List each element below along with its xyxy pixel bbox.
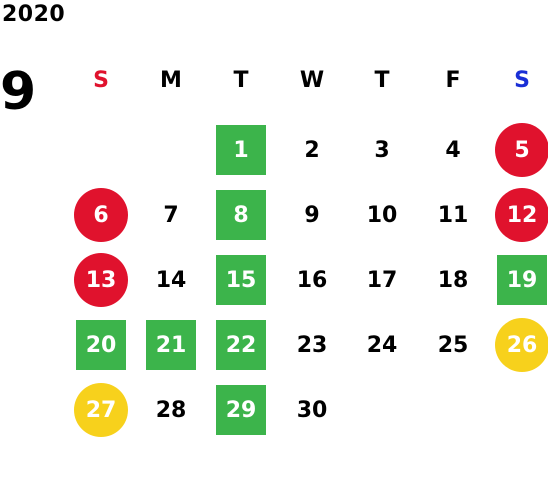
- day-cell[interactable]: 12: [495, 188, 548, 242]
- day-cell[interactable]: 14: [155, 267, 187, 293]
- day-cell[interactable]: 5: [495, 123, 548, 177]
- weekday-label: T: [374, 68, 390, 93]
- weekday-label: S: [93, 68, 109, 93]
- day-cell[interactable]: 19: [497, 255, 547, 305]
- day-cell[interactable]: 29: [216, 385, 266, 435]
- day-cell[interactable]: 16: [296, 267, 328, 293]
- day-cell[interactable]: 25: [437, 332, 469, 358]
- day-cell[interactable]: 23: [296, 332, 328, 358]
- day-cell[interactable]: 21: [146, 320, 196, 370]
- day-cell[interactable]: 20: [76, 320, 126, 370]
- day-cell[interactable]: 27: [74, 383, 128, 437]
- day-cell[interactable]: 4: [445, 137, 461, 163]
- day-cell[interactable]: 7: [163, 202, 179, 228]
- year-label: 2020: [2, 2, 66, 27]
- day-cell[interactable]: 22: [216, 320, 266, 370]
- day-cell[interactable]: 17: [366, 267, 398, 293]
- weekday-label: M: [160, 68, 182, 93]
- day-cell[interactable]: 6: [74, 188, 128, 242]
- day-cell[interactable]: 13: [74, 253, 128, 307]
- day-cell[interactable]: 8: [216, 190, 266, 240]
- day-cell[interactable]: 30: [296, 397, 328, 423]
- day-cell[interactable]: 26: [495, 318, 548, 372]
- day-cell[interactable]: 28: [155, 397, 187, 423]
- weekday-label: W: [299, 68, 325, 93]
- day-cell[interactable]: 3: [374, 137, 390, 163]
- weekday-label: T: [233, 68, 249, 93]
- day-cell[interactable]: 2: [304, 137, 320, 163]
- month-number: 9: [0, 62, 37, 122]
- day-cell[interactable]: 11: [437, 202, 469, 228]
- weekday-label: F: [445, 68, 461, 93]
- weekday-label: S: [514, 68, 530, 93]
- day-cell[interactable]: 1: [216, 125, 266, 175]
- day-cell[interactable]: 10: [366, 202, 398, 228]
- day-cell[interactable]: 15: [216, 255, 266, 305]
- day-cell[interactable]: 18: [437, 267, 469, 293]
- day-cell[interactable]: 9: [304, 202, 320, 228]
- day-cell[interactable]: 24: [366, 332, 398, 358]
